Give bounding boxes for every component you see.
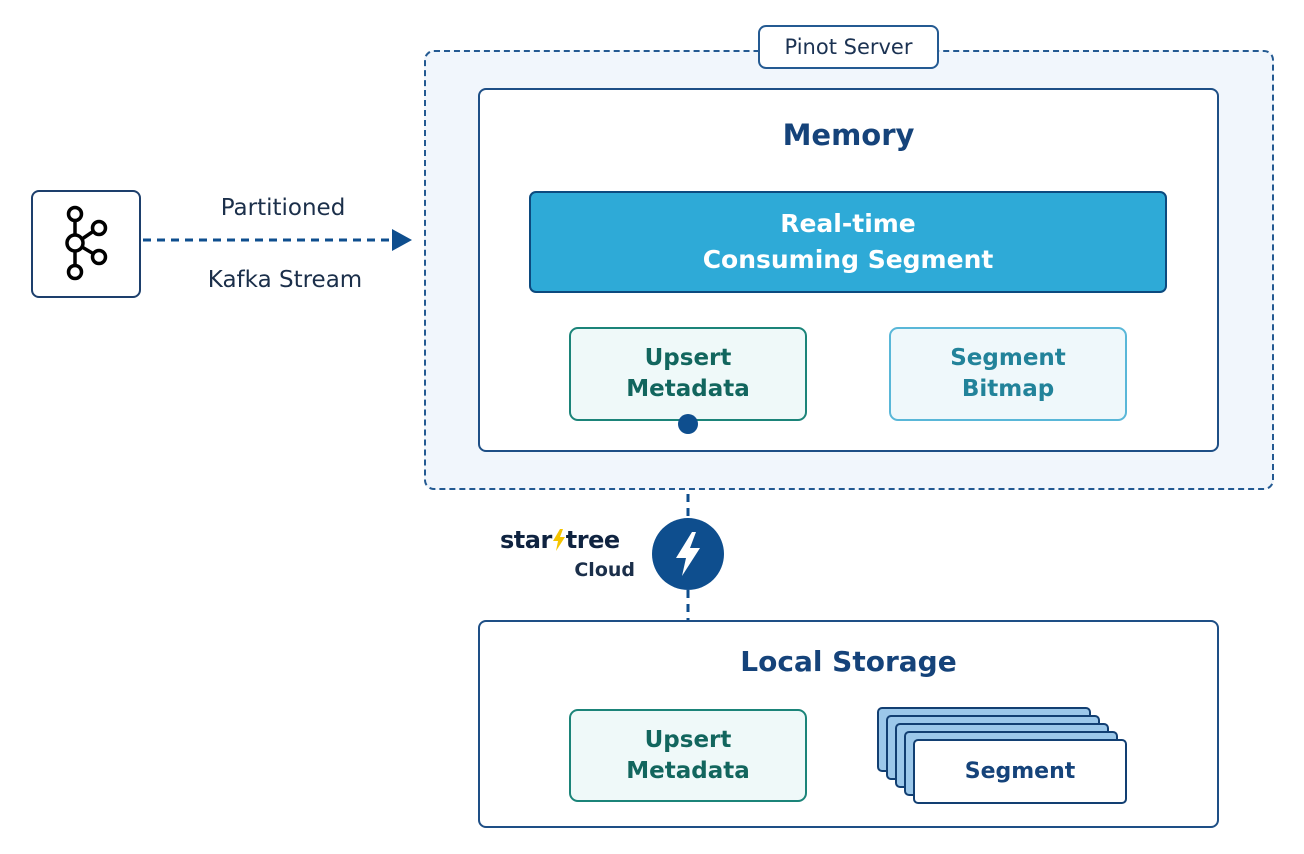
memory-upsert-line2: Metadata	[626, 376, 750, 402]
lightning-bolt-icon	[652, 518, 724, 590]
stream-label-top: Partitioned	[220, 195, 346, 221]
local-upsert-metadata: Upsert Metadata	[569, 709, 807, 802]
stream-label-bottom: Kafka Stream	[207, 267, 363, 293]
realtime-segment-line1: Real-time	[780, 209, 916, 238]
pinot-server-label: Pinot Server	[758, 25, 939, 69]
local-storage-title: Local Storage	[740, 645, 957, 678]
local-upsert-line1: Upsert	[644, 726, 732, 753]
startree-word-left: star	[500, 526, 552, 554]
startree-bolt-icon	[552, 529, 565, 551]
startree-wordmark: star tree	[500, 526, 620, 554]
memory-upsert-line1: Upsert	[644, 345, 732, 371]
segment-bitmap-line2: Bitmap	[961, 376, 1055, 402]
startree-cloud-label: Cloud	[574, 559, 635, 581]
stream-arrow-head	[392, 229, 412, 251]
segment-bitmap: Segment Bitmap	[889, 327, 1127, 421]
kafka-icon	[65, 205, 108, 281]
memory-title: Memory	[782, 118, 915, 152]
realtime-segment-line2: Consuming Segment	[702, 245, 994, 274]
sync-origin-dot	[678, 414, 698, 434]
memory-upsert-metadata: Upsert Metadata	[569, 327, 807, 421]
startree-word-right: tree	[565, 526, 620, 554]
segment-bitmap-line1: Segment	[950, 345, 1066, 371]
kafka-source-box	[31, 190, 141, 298]
segment-front: Segment	[913, 739, 1127, 804]
realtime-consuming-segment: Real-time Consuming Segment	[529, 191, 1167, 293]
local-upsert-line2: Metadata	[626, 757, 750, 784]
